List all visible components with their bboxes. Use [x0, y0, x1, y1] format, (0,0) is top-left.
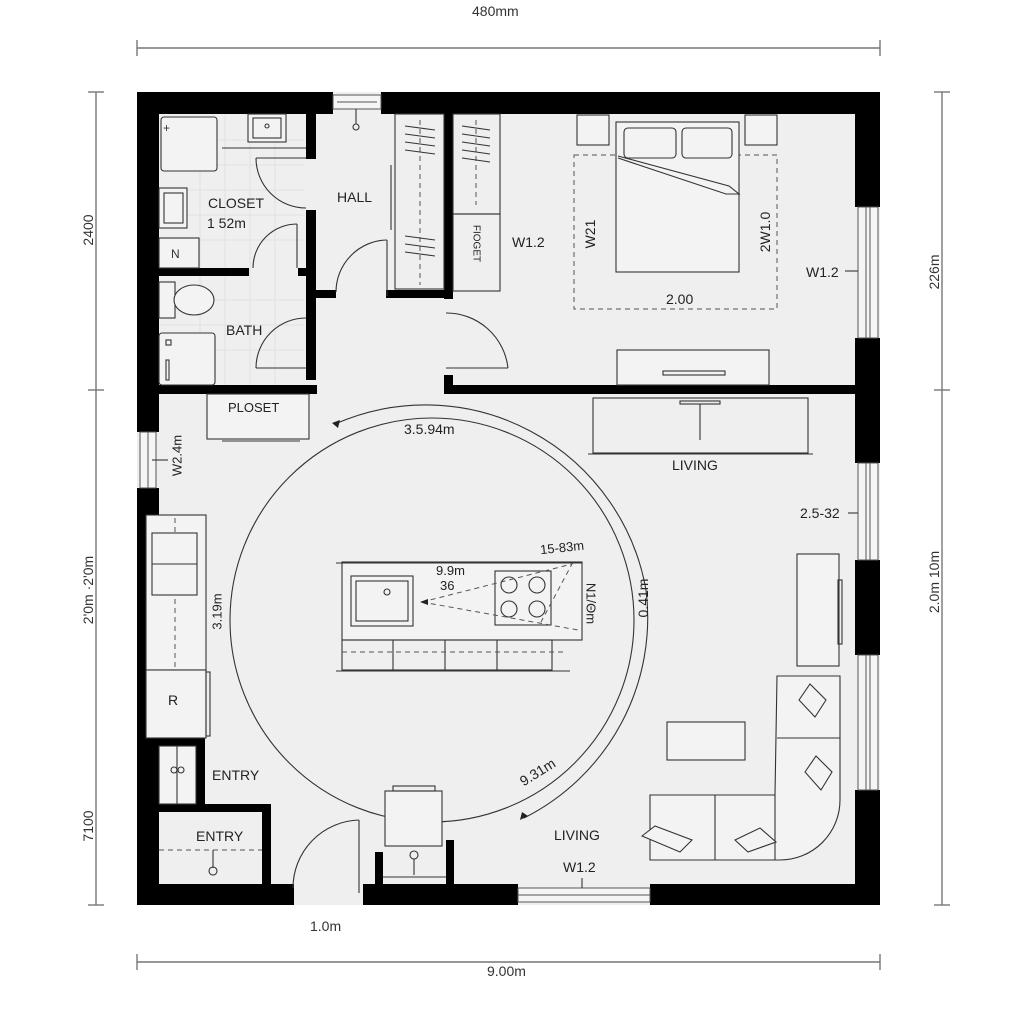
- floor-area: [137, 92, 880, 905]
- room-label-closet: CLOSET: [208, 195, 265, 211]
- fridge: [145, 669, 207, 739]
- annotation-rug-right: 2W1.0: [757, 211, 773, 253]
- dim-right-2: 2.0m 10m: [926, 550, 942, 614]
- annotation-rug-bottom: 2.00: [666, 291, 694, 307]
- dim-right-1: 226m: [926, 254, 942, 290]
- doors: [252, 157, 509, 893]
- annotation-living-window: 2.5-32: [800, 505, 840, 521]
- annotation-arc-bottom: 9.31m: [516, 754, 559, 790]
- dim-top: 480mm: [472, 3, 519, 19]
- hall-wardrobe: [352, 109, 445, 290]
- annotation-counter-side: 3.19m: [209, 593, 225, 630]
- kitchen-island: [336, 561, 583, 672]
- fridge-label: R: [168, 692, 179, 708]
- bath-fixtures: + N: [158, 113, 306, 386]
- dim-bottom: 9.00m: [487, 963, 526, 979]
- ploset-cabinet: [206, 393, 310, 442]
- dim-left-2: 2'0m ·2'0m: [80, 555, 96, 625]
- kitchen-counter-left: [145, 514, 211, 739]
- sectional-sofa: [649, 675, 841, 861]
- annotation-island-b: 36: [440, 578, 455, 593]
- annotation-bottom-window: W1.2: [563, 859, 596, 875]
- annotation-island-side: N1/Θm: [583, 582, 599, 625]
- room-label-ploset: PLOSET: [228, 400, 280, 415]
- annotation-island-a: 9.9m: [436, 563, 465, 578]
- annotation-bedroom-window-left: W1.2: [512, 234, 545, 250]
- shower-tray: [160, 116, 218, 172]
- entry-furniture: [158, 745, 446, 878]
- annotation-arc-right: 0.41m: [635, 578, 651, 618]
- bedroom-furniture: [573, 114, 778, 386]
- dim-bottom-door: 1.0m: [310, 918, 342, 934]
- room-area-closet: 1 52m: [207, 215, 246, 231]
- dim-left-3: 7100: [80, 810, 96, 842]
- annotation-rug-left: W21: [582, 219, 598, 249]
- bathtub: [158, 332, 216, 386]
- dim-left-1: 2400: [80, 214, 96, 246]
- room-label-bath: BATH: [226, 322, 263, 338]
- dimension-lines: [88, 40, 950, 970]
- outer-walls: [137, 92, 880, 905]
- windows: [139, 94, 879, 903]
- sink: [247, 113, 287, 143]
- room-label-entry-upper: ENTRY: [212, 767, 260, 783]
- interior-walls: [137, 114, 880, 884]
- coffee-table: [666, 721, 746, 761]
- room-label-hall: HALL: [337, 189, 373, 205]
- svg-text:+: +: [163, 121, 170, 135]
- annotation-arc-top: 3.5.94m: [404, 421, 455, 437]
- living-furniture: [640, 553, 843, 861]
- annotation-bedroom-window-right: W1.2: [806, 264, 839, 280]
- tv-console: [588, 397, 813, 455]
- dresser: [616, 349, 770, 386]
- nightstand-right: [744, 114, 778, 146]
- pillow-left: [623, 127, 677, 159]
- entry-cabinet: [384, 790, 443, 847]
- island-sink: [350, 575, 414, 627]
- room-label-living-bottom: LIVING: [554, 827, 600, 843]
- nightstand-left: [576, 114, 610, 146]
- annotation-island-c: 15-83m: [539, 537, 585, 558]
- pillow-right: [681, 127, 733, 159]
- room-label-living-top: LIVING: [672, 457, 718, 473]
- tv-stand: [796, 553, 840, 667]
- bedroom-wardrobe: [452, 113, 501, 292]
- wardrobe-label: FIOGET: [470, 224, 482, 263]
- svg-text:N: N: [171, 247, 180, 261]
- room-label-entry-lower: ENTRY: [196, 828, 244, 844]
- annotation-kitchen-window: W2.4m: [169, 434, 185, 477]
- toilet-icon: [173, 284, 215, 316]
